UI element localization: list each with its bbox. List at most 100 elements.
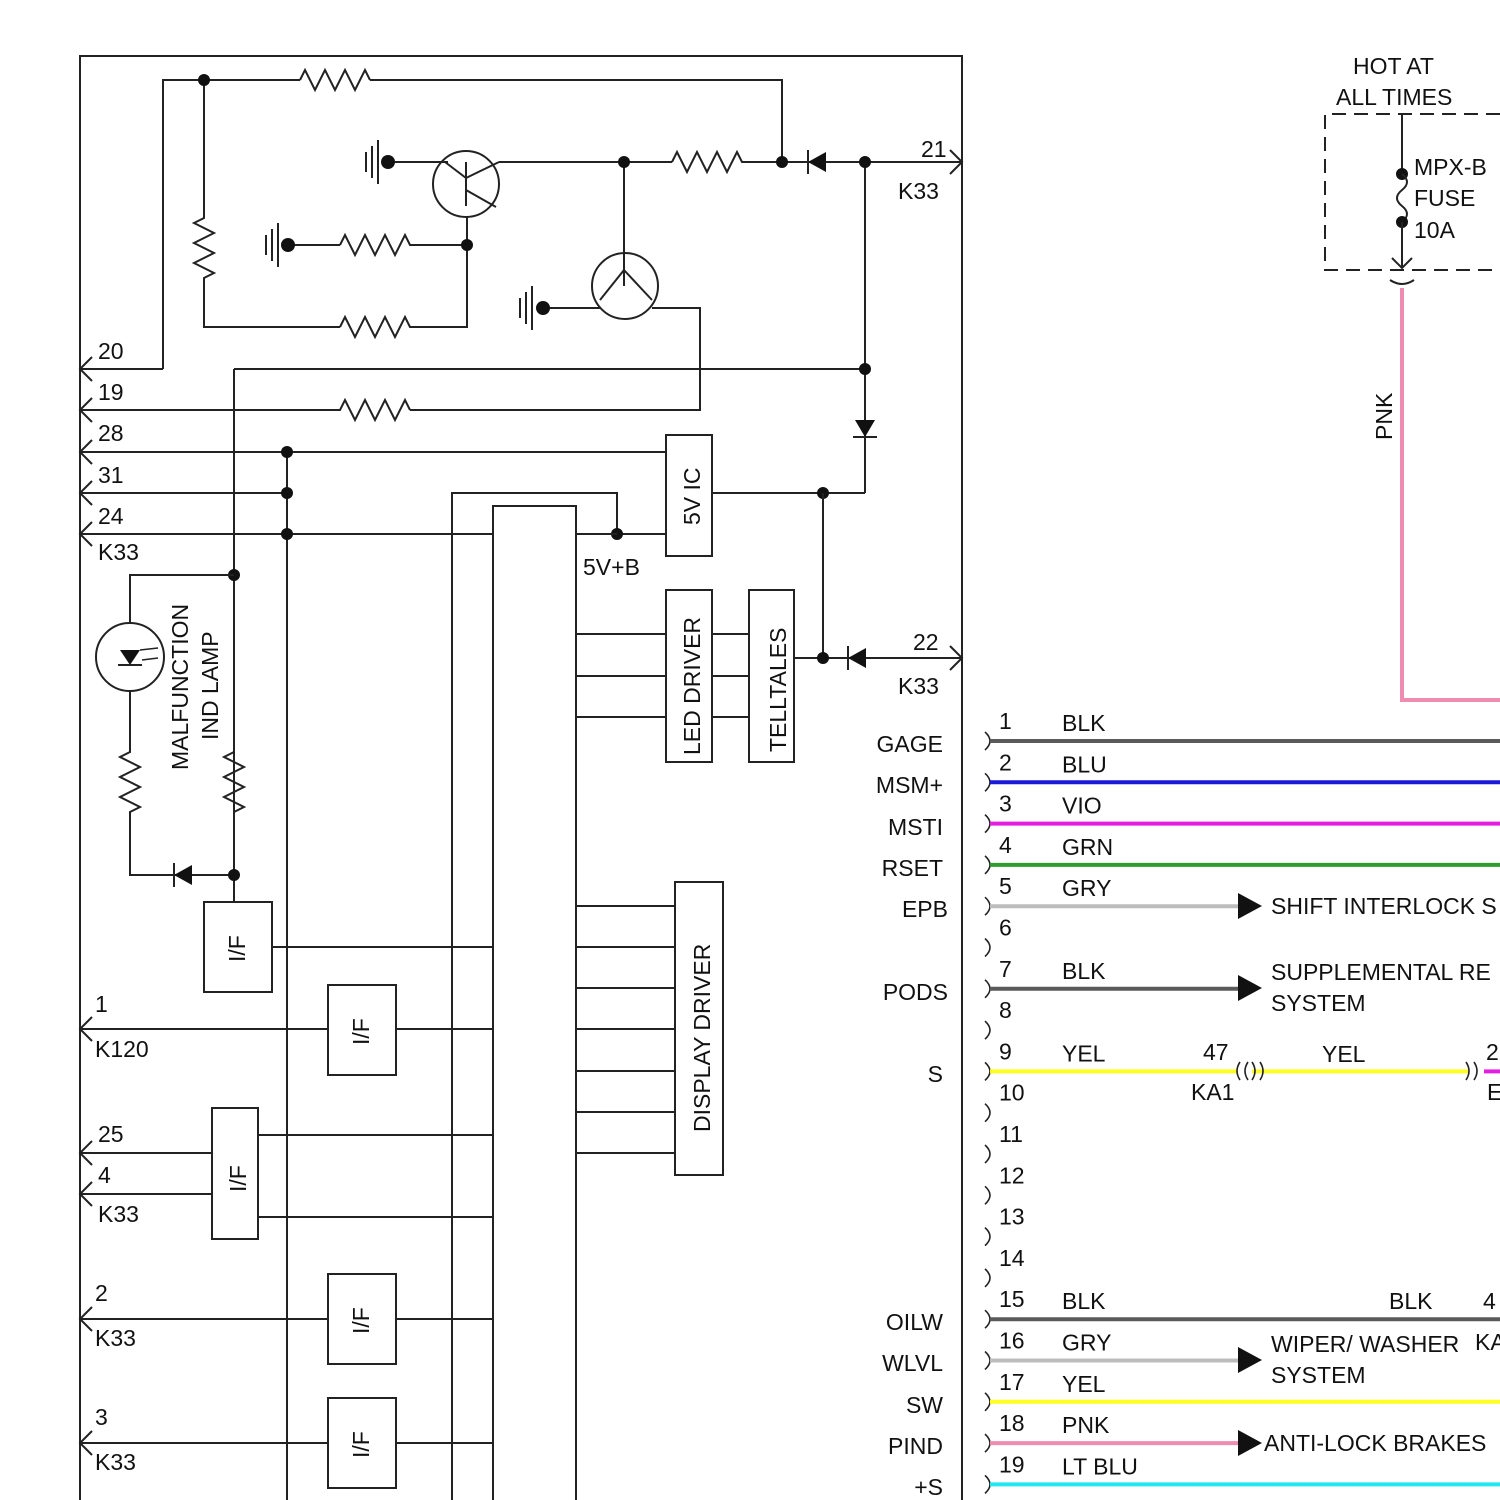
connector-terminal-icon <box>985 897 990 915</box>
pin-label: 31 <box>98 462 124 488</box>
pin-label: 3 <box>95 1404 108 1430</box>
connector-terminal-icon <box>985 939 990 957</box>
wire-color-label: BLK <box>1062 710 1106 736</box>
pin-label: 28 <box>98 420 124 446</box>
arrow-right-icon <box>1238 1430 1262 1456</box>
connector-terminal-icon <box>985 1186 990 1204</box>
hot-label-1: HOT AT <box>1353 53 1434 79</box>
wire-color-label: BLK <box>1389 1288 1433 1314</box>
splice-pin: 4 <box>1483 1288 1496 1314</box>
connector-terminal-icon <box>985 1434 990 1452</box>
display-driver-lines <box>576 906 675 1153</box>
connector-terminal-icon <box>985 1145 990 1163</box>
wire-pin-label: 16 <box>999 1328 1025 1354</box>
signal-label: S <box>928 1061 943 1087</box>
connector-terminal-icon <box>985 1228 990 1246</box>
harness-wire-12: 12 <box>985 1162 1025 1204</box>
splice-connector: E <box>1487 1079 1500 1105</box>
arrow-right-icon <box>1238 893 1262 919</box>
connector-label: K33 <box>98 539 139 565</box>
signal-names: GAGE MSM+ MSTI RSET EPB PODS S OILW WLVL… <box>876 731 948 1500</box>
signal-label: MSTI <box>888 814 943 840</box>
telltales-label: TELLTALES <box>765 628 791 752</box>
fuse-label-2: FUSE <box>1414 185 1475 211</box>
connector-terminal-icon <box>985 1475 990 1493</box>
wire-color-label: GRY <box>1062 875 1111 901</box>
signal-label: MSM+ <box>876 772 943 798</box>
wire-pin-label: 17 <box>999 1369 1025 1395</box>
fuse-label-3: 10A <box>1414 217 1456 243</box>
harness-wire-14: 14 <box>985 1245 1025 1287</box>
wire-pin-label: 15 <box>999 1286 1025 1312</box>
wire-pin-label: 6 <box>999 915 1012 941</box>
inline-connectors: 47 KA1 YEL 2 E BLK 4 KA <box>1191 1039 1500 1355</box>
signal-label: SW <box>906 1392 943 1418</box>
pin-label: 24 <box>98 503 124 529</box>
connector-terminal-icon <box>985 1269 990 1287</box>
diode-icon <box>848 648 866 668</box>
ground-icon <box>520 286 550 330</box>
pin-label: 1 <box>95 991 108 1017</box>
splice-pin: 47 <box>1203 1039 1229 1065</box>
destination-label: SYSTEM <box>1271 1362 1366 1388</box>
wire-pin-label: 1 <box>999 708 1012 734</box>
wire-color-label: YEL <box>1062 1040 1106 1066</box>
pin-label: 20 <box>98 338 124 364</box>
diode-icon <box>174 865 192 885</box>
splice-connector: KA1 <box>1191 1079 1234 1105</box>
connector-terminal-icon <box>985 1104 990 1122</box>
led-driver-label: LED DRIVER <box>679 617 705 755</box>
connector-terminal-icon <box>985 856 990 874</box>
harness-wire-11: 11 <box>985 1121 1023 1163</box>
hot-label-2: ALL TIMES <box>1336 84 1452 110</box>
signal-label: WLVL <box>882 1350 943 1376</box>
wire-pin-label: 3 <box>999 791 1012 817</box>
harness-wire-13: 13 <box>985 1204 1025 1246</box>
harness-wire-2: 2 BLU <box>985 749 1500 791</box>
wire-color-label: GRY <box>1062 1330 1111 1356</box>
wire-color-label: PNK <box>1062 1412 1110 1438</box>
wire-pin-label: 11 <box>999 1121 1023 1147</box>
pnk-wire-label: PNK <box>1371 392 1397 440</box>
connector-label: K33 <box>95 1325 136 1351</box>
diode-icon <box>855 420 875 437</box>
connector-terminal-icon <box>985 1393 990 1411</box>
signal-label: PODS <box>883 979 948 1005</box>
wire-pin-label: 5 <box>999 873 1012 899</box>
if-label: I/F <box>348 1307 374 1334</box>
connector-label: K33 <box>898 673 939 699</box>
harness-wire-9: 9 YEL <box>985 1038 1500 1080</box>
harness-wires: 1BLK2BLU3VIO4GRN5GRY67BLK89YEL1011121314… <box>985 708 1500 1493</box>
lamp-label-2: IND LAMP <box>197 631 223 740</box>
wire-pin-label: 9 <box>999 1038 1012 1064</box>
supply-label: 5V+B <box>583 554 640 580</box>
connector-label: K33 <box>95 1449 136 1475</box>
wire-color-label: YEL <box>1322 1041 1366 1067</box>
pin-label: 25 <box>98 1121 124 1147</box>
destination-label: SYSTEM <box>1271 990 1366 1016</box>
wire-pin-label: 2 <box>999 749 1012 775</box>
wire-color-label: YEL <box>1062 1371 1106 1397</box>
destination-arrows: SHIFT INTERLOCK S SUPPLEMENTAL RE SYSTEM… <box>1238 893 1497 1456</box>
wire-pin-label: 12 <box>999 1162 1025 1188</box>
fuse-icon <box>1397 174 1407 222</box>
if-label: I/F <box>348 1018 374 1045</box>
splice-connector: KA <box>1475 1329 1500 1355</box>
wire-pin-label: 19 <box>999 1451 1025 1477</box>
wire-color-label: BLU <box>1062 751 1107 777</box>
connector-terminal-icon <box>985 732 990 750</box>
pin-label: 21 <box>921 136 947 162</box>
fuse-label-1: MPX-B <box>1414 154 1487 180</box>
connector-terminal-icon <box>985 1062 990 1080</box>
5v-ic-label: 5V IC <box>679 467 705 525</box>
pin-label: 19 <box>98 379 124 405</box>
harness-wire-10: 10 <box>985 1080 1025 1122</box>
wire-pin-label: 10 <box>999 1080 1025 1106</box>
pin-label: 22 <box>913 629 939 655</box>
left-connector-arrows <box>80 357 92 1455</box>
harness-wire-3: 3VIO <box>985 791 1500 833</box>
ground-icon <box>266 223 295 267</box>
